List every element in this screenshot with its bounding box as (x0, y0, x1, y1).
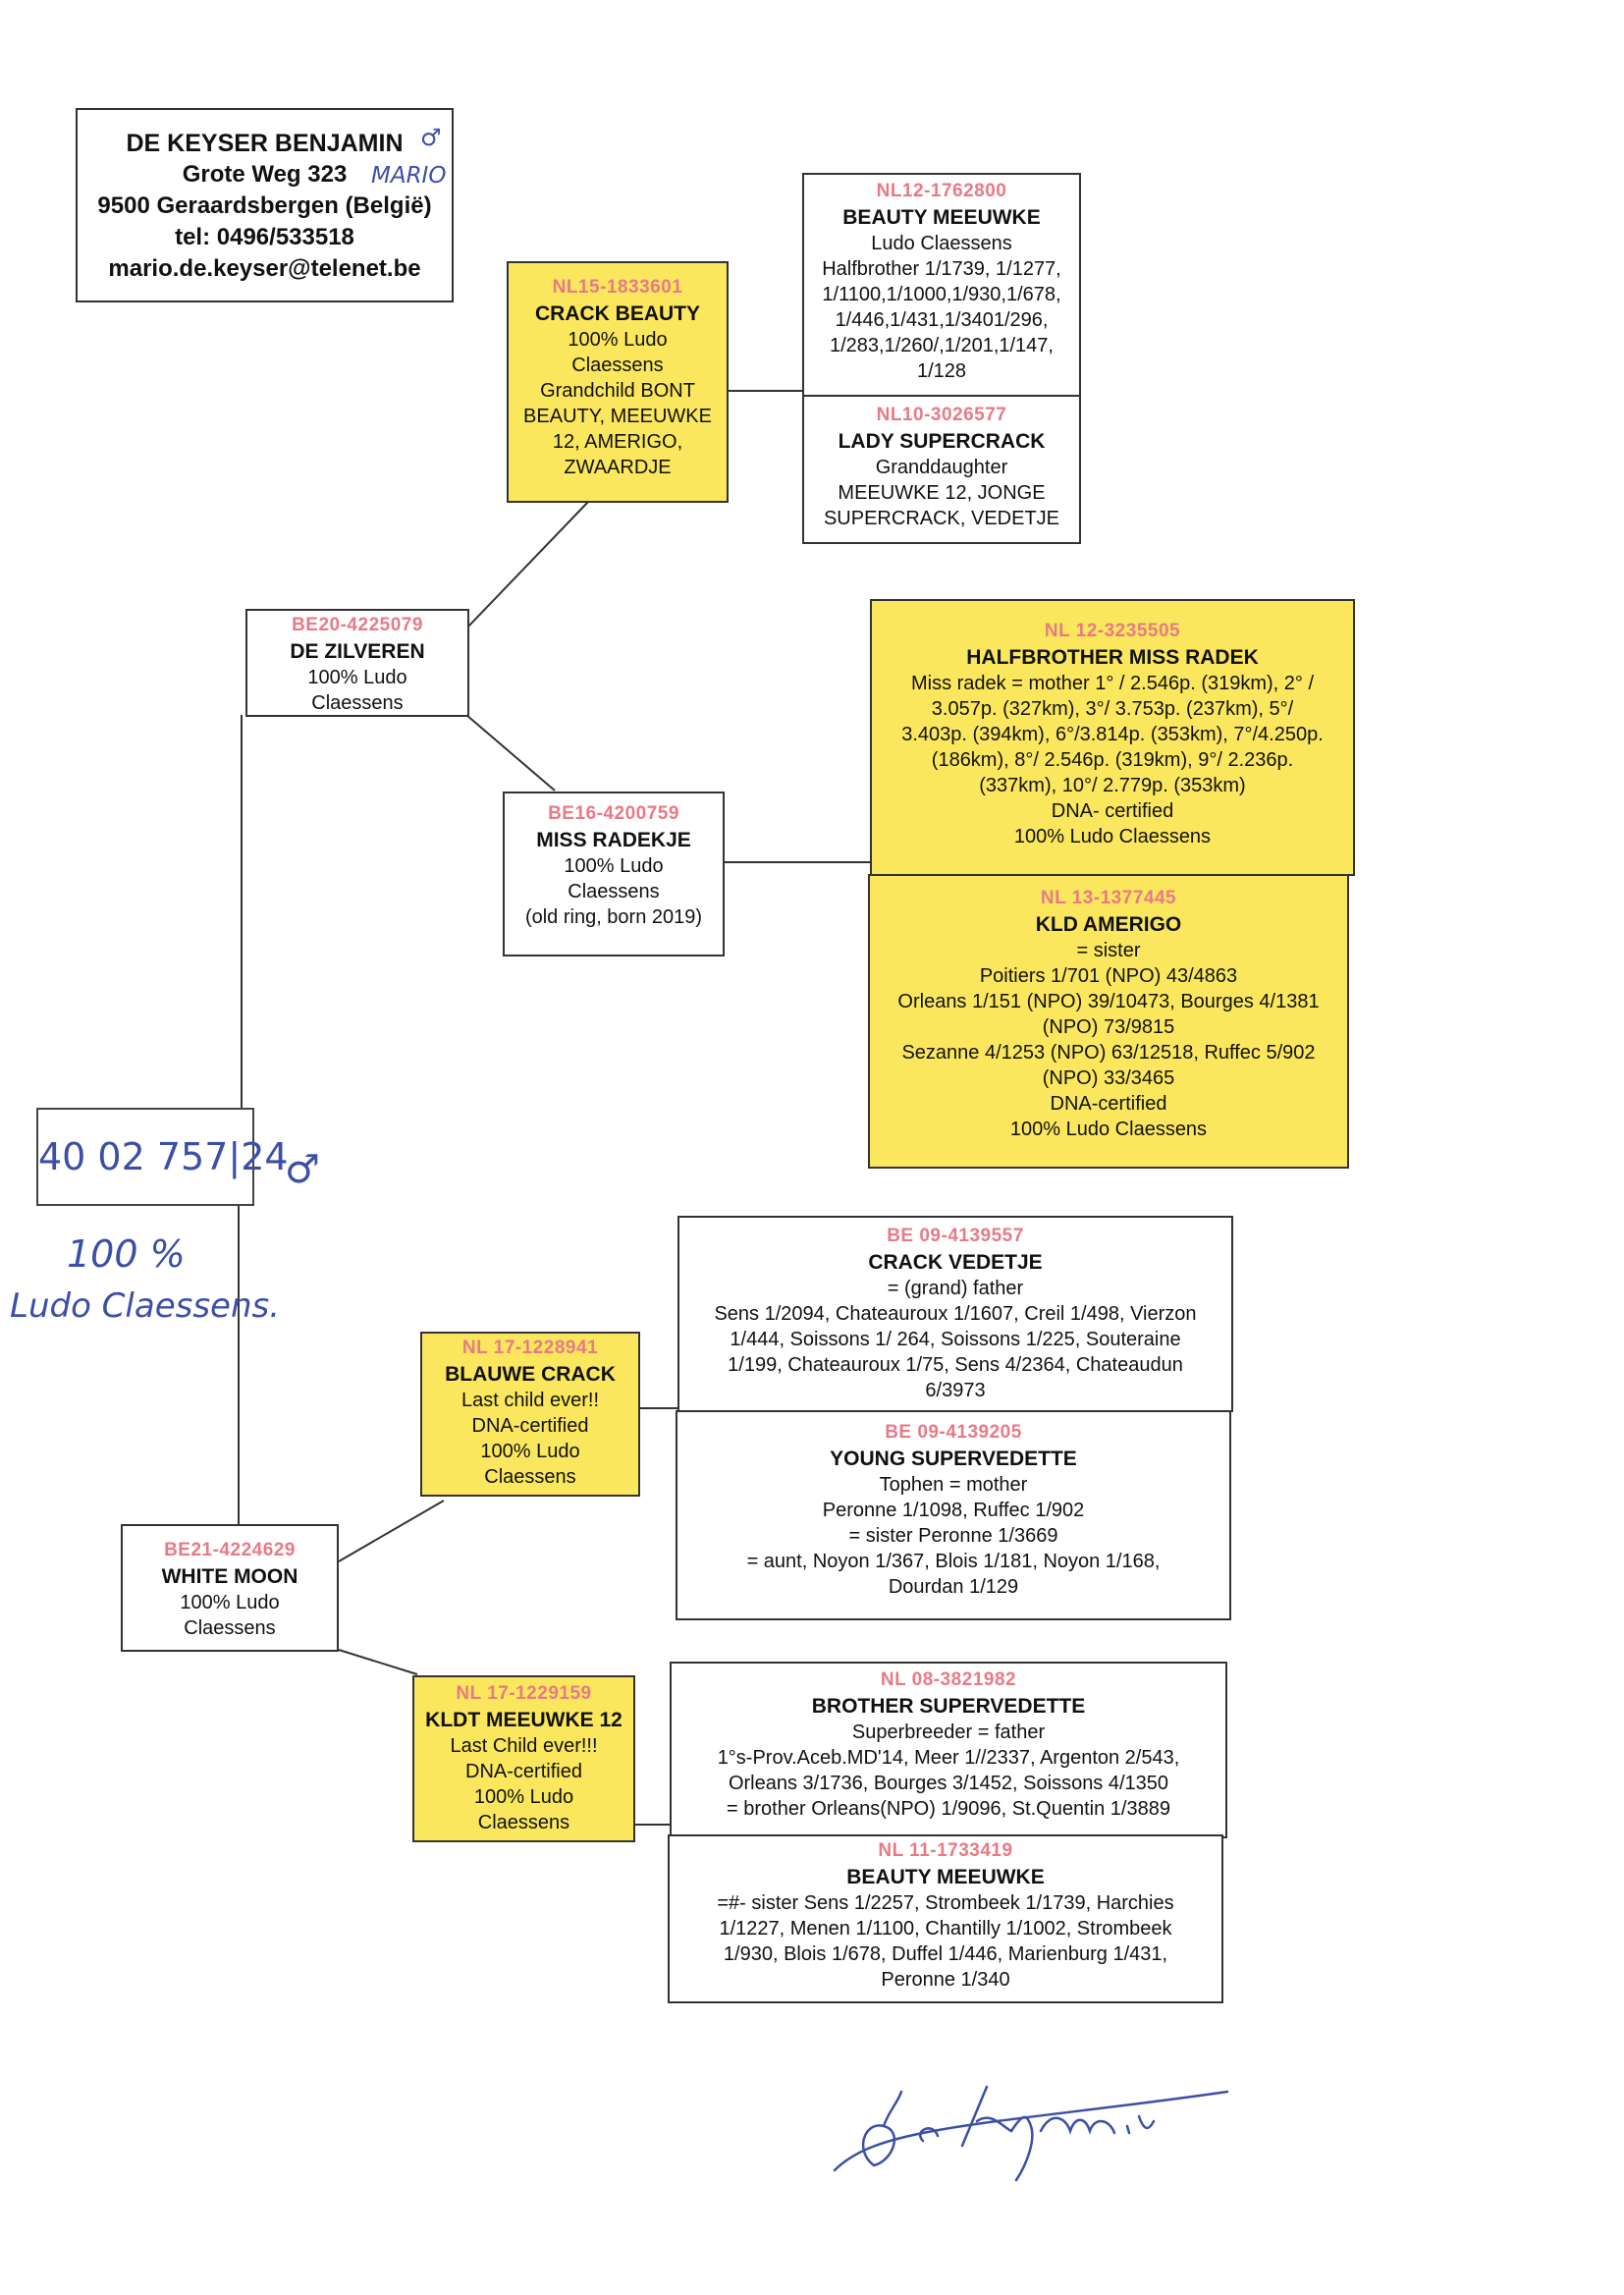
handwritten-breeder: Ludo Claessens. (10, 1286, 281, 1326)
handwritten-bird-sex: ♂ (285, 1147, 320, 1192)
pigeon-name: MISS RADEKJE (536, 829, 691, 851)
pedigree-box-sss: NL12-1762800 BEAUTY MEEUWKE Ludo Claesse… (802, 173, 1081, 397)
pigeon-info: Superbreeder = father 1°s-Prov.Aceb.MD'1… (717, 1721, 1180, 1820)
owner-tel: tel: 0496/533518 (175, 224, 354, 250)
pedigree-box-ddd: NL 11-1733419 BEAUTY MEEUWKE =#- sister … (668, 1834, 1223, 2003)
pedigree-box-dsd: BE 09-4139205 YOUNG SUPERVEDETTE Tophen … (676, 1410, 1231, 1620)
handwritten-sex-mark-owner: ♂ (420, 124, 442, 151)
handwritten-owner-note: MARIO (371, 163, 447, 189)
connector-sire-siresire (465, 500, 590, 629)
ring-number: NL 17-1228941 (461, 1338, 599, 1358)
ring-number: NL 13-1377445 (1040, 888, 1177, 908)
pigeon-name: LADY SUPERCRACK (838, 430, 1046, 453)
pedigree-box-dam: BE21-4224629 WHITE MOON 100% Ludo Claess… (121, 1524, 339, 1652)
pigeon-name: KLDT MEEUWKE 12 (425, 1709, 623, 1731)
handwritten-bird-ring: 40 02 757|24 (38, 1135, 289, 1178)
ring-number: NL 12-3235505 (1044, 621, 1181, 641)
pigeon-info: Tophen = mother Peronne 1/1098, Ruffec 1… (746, 1474, 1161, 1598)
owner-email: mario.de.keyser@telenet.be (108, 255, 421, 282)
ring-number: NL12-1762800 (876, 181, 1007, 201)
pedigree-box-sire: BE20-4225079 DE ZILVEREN 100% Ludo Claes… (245, 609, 469, 717)
pigeon-info: 100% Ludo Claessens (307, 667, 407, 714)
pedigree-box-sire-sire: NL15-1833601 CRACK BEAUTY 100% Ludo Clae… (507, 261, 729, 503)
handwritten-percent: 100 % (67, 1232, 186, 1276)
pedigree-box-sds: NL 12-3235505 HALFBROTHER MISS RADEK Mis… (870, 599, 1355, 876)
pedigree-box-dam-sire: NL 17-1228941 BLAUWE CRACK Last child ev… (420, 1332, 640, 1497)
ring-number: NL 08-3821982 (880, 1669, 1017, 1690)
pigeon-name: HALFBROTHER MISS RADEK (966, 646, 1259, 669)
pigeon-name: DE ZILVEREN (290, 640, 425, 663)
pigeon-info: 100% Ludo Claessens (old ring, born 2019… (524, 855, 703, 928)
ring-number: BE 09-4139557 (887, 1226, 1024, 1246)
connector-dam-damsire (338, 1500, 445, 1562)
ring-number: BE20-4225079 (292, 615, 423, 635)
pigeon-name: YOUNG SUPERVEDETTE (830, 1448, 1077, 1470)
pedigree-box-dss: BE 09-4139557 CRACK VEDETJE = (grand) fa… (677, 1216, 1233, 1412)
pigeon-info: Granddaughter MEEUWKE 12, JONGE SUPERCRA… (823, 457, 1060, 529)
pedigree-box-dam-dam: NL 17-1229159 KLDT MEEUWKE 12 Last Child… (412, 1675, 635, 1842)
pigeon-info: 100% Ludo Claessens (180, 1592, 280, 1639)
pigeon-name: BROTHER SUPERVEDETTE (811, 1695, 1086, 1718)
owner-city: 9500 Geraardsbergen (België) (97, 192, 432, 219)
ring-number: BE16-4200759 (548, 803, 679, 824)
pigeon-info: Miss radek = mother 1° / 2.546p. (319km)… (901, 673, 1324, 847)
owner-info-box: DE KEYSER BENJAMIN Grote Weg 323 9500 Ge… (76, 108, 454, 302)
ring-number: BE21-4224629 (164, 1540, 296, 1560)
pigeon-name: CRACK VEDETJE (868, 1251, 1043, 1274)
pigeon-info: Ludo Claessens Halfbrother 1/1739, 1/127… (822, 233, 1061, 382)
pigeon-info: =#- sister Sens 1/2257, Strombeek 1/1739… (717, 1892, 1174, 1991)
bird-ring-box: 40 02 757|24 (36, 1108, 289, 1206)
pedigree-box-dds: NL 08-3821982 BROTHER SUPERVEDETTE Super… (670, 1662, 1227, 1838)
signature-scribble (833, 2085, 1229, 2182)
ring-number: NL10-3026577 (876, 405, 1007, 425)
owner-address: Grote Weg 323 (182, 161, 348, 188)
pigeon-info: 100% Ludo Claessens Grandchild BONT BEAU… (523, 329, 712, 478)
ring-number: NL 17-1229159 (456, 1683, 592, 1704)
pedigree-box-ssd: NL10-3026577 LADY SUPERCRACK Granddaught… (802, 395, 1081, 544)
pedigree-box-sire-dam: BE16-4200759 MISS RADEKJE 100% Ludo Clae… (503, 792, 725, 956)
ring-number: BE 09-4139205 (885, 1422, 1022, 1443)
pigeon-info: Last Child ever!!! DNA-certified 100% Lu… (450, 1735, 598, 1833)
pigeon-name: KLD AMERIGO (1035, 913, 1182, 936)
pigeon-name: BEAUTY MEEUWKE (846, 1866, 1045, 1888)
pigeon-info: = sister Poitiers 1/701 (NPO) 43/4863 Or… (897, 940, 1320, 1140)
connector-dam-damdam (338, 1649, 418, 1675)
pigeon-info: = (grand) father Sens 1/2094, Chateaurou… (714, 1278, 1197, 1401)
pigeon-name: BEAUTY MEEUWKE (842, 206, 1041, 229)
ring-number: NL 11-1733419 (878, 1840, 1013, 1861)
pigeon-name: CRACK BEAUTY (535, 302, 700, 325)
pedigree-box-sdd: NL 13-1377445 KLD AMERIGO = sister Poiti… (868, 874, 1349, 1169)
pigeon-name: WHITE MOON (161, 1565, 298, 1588)
pigeon-name: BLAUWE CRACK (445, 1363, 616, 1386)
pigeon-info: Last child ever!! DNA-certified 100% Lud… (460, 1390, 600, 1488)
connector-sire-siredam (465, 714, 556, 792)
ring-number: NL15-1833601 (552, 277, 683, 298)
owner-name: DE KEYSER BENJAMIN (126, 130, 404, 157)
